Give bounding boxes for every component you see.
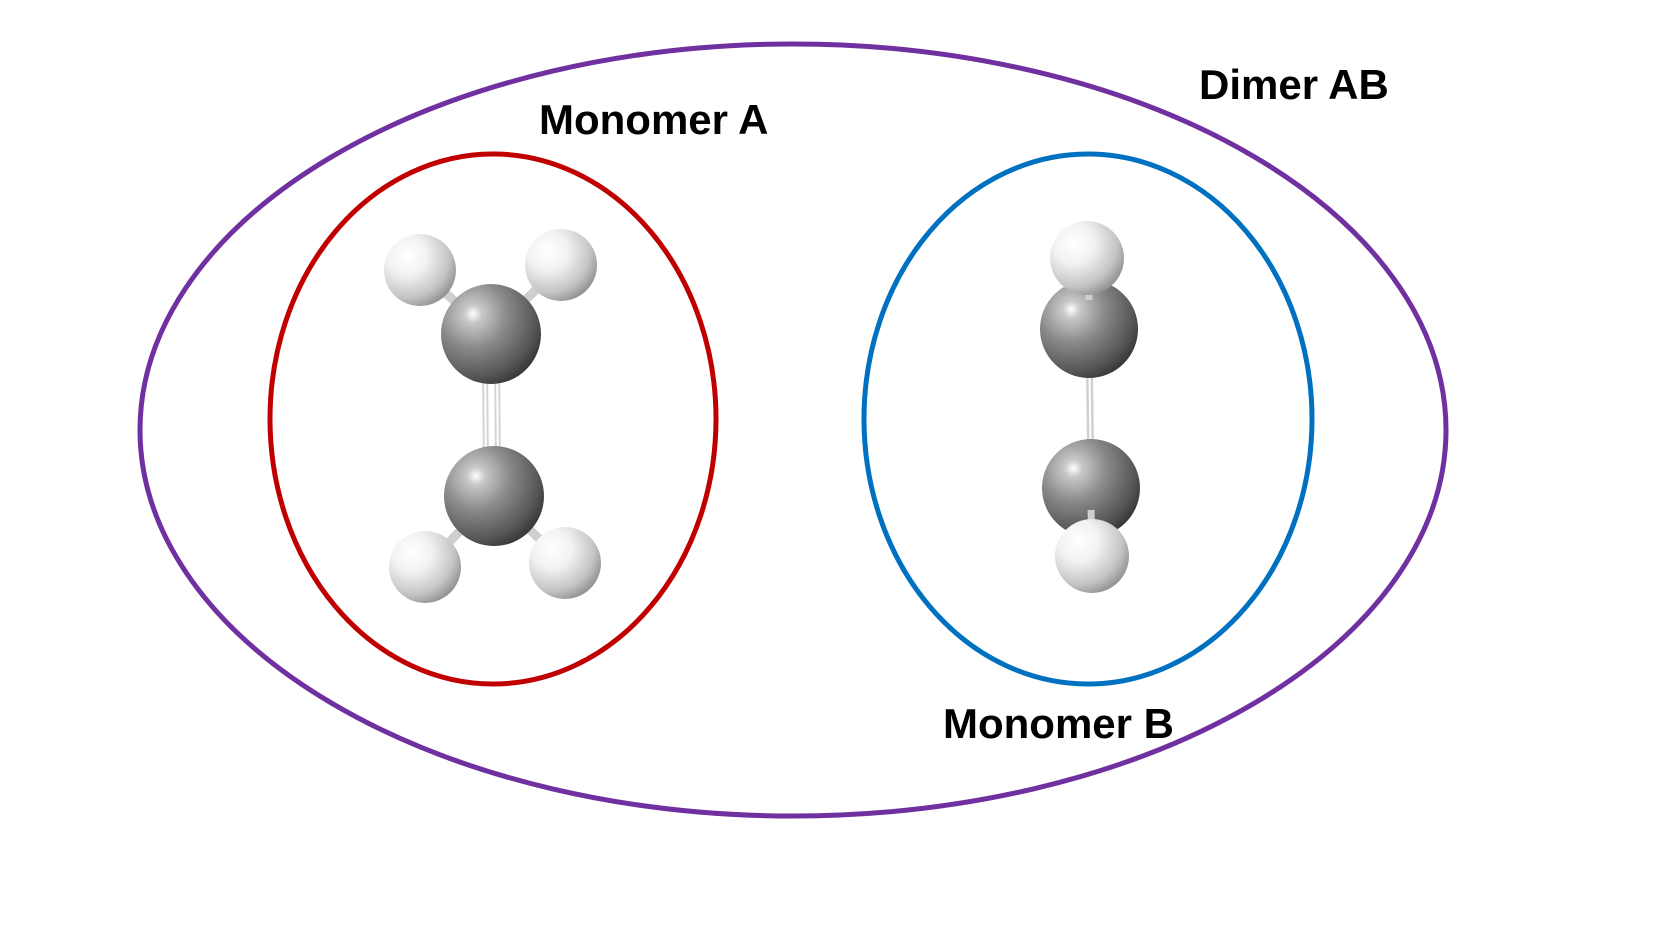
hydrogen-atom — [525, 229, 597, 301]
monomer-a-label: Monomer A — [539, 96, 768, 143]
ethylene-molecule — [384, 229, 601, 603]
hydrogen-atom — [384, 234, 456, 306]
carbon-atom — [441, 284, 541, 384]
carbon-atom — [1042, 439, 1140, 537]
carbon-atom — [1040, 280, 1138, 378]
hydrogen-atom — [389, 531, 461, 603]
dimer-ab-label: Dimer AB — [1199, 61, 1389, 108]
monomer-b-label: Monomer B — [943, 700, 1174, 747]
monomer-b-outline — [861, 151, 1315, 687]
hydrogen-atom — [1055, 519, 1129, 593]
dimer-ab-outline — [137, 41, 1449, 819]
monomer-a-outline — [267, 151, 719, 687]
hydrogen-atom — [1050, 221, 1124, 295]
carbon-atom — [444, 446, 544, 546]
acetylene-molecule — [1040, 221, 1140, 593]
hydrogen-atom — [529, 527, 601, 599]
